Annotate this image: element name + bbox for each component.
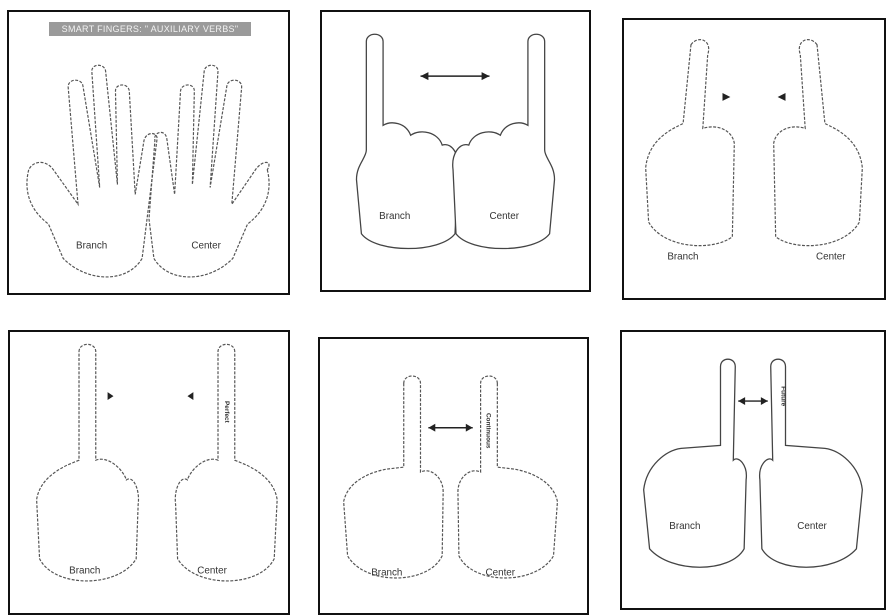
right-finger-label: Future (780, 386, 787, 406)
right-finger-label: Continuous (485, 413, 492, 449)
right-hand-label: Center (816, 251, 846, 262)
right-hand-label: Center (489, 211, 519, 222)
thumbs-illustration: Branch Center (624, 20, 884, 298)
panel-4: Perfect Branch Center (8, 330, 290, 615)
right-hand-label: Center (191, 241, 221, 252)
panel-3: Branch Center (622, 18, 886, 300)
right-hand-label: Center (197, 566, 227, 577)
index-fingers-illustration: Branch Center (322, 12, 589, 290)
left-hand-label: Branch (76, 241, 107, 252)
panel-1: SMART FINGERS: " AUXILIARY VERBS" Branch… (7, 10, 290, 295)
left-hand-label: Branch (669, 521, 700, 532)
right-hand-label: Center (486, 568, 516, 579)
left-hand-label: Branch (379, 211, 410, 222)
left-hand-label: Branch (667, 251, 698, 262)
left-hand-label: Branch (371, 568, 402, 579)
panel-6: Future Branch Center (620, 330, 886, 610)
left-hand-label: Branch (69, 566, 100, 577)
ring-fingers-illustration: Continuous Branch Center (320, 339, 587, 613)
open-hands-illustration: Branch Center (9, 12, 288, 293)
panel-2: Branch Center (320, 10, 591, 292)
pinky-fingers-illustration: Future Branch Center (622, 332, 884, 608)
panel-5: Continuous Branch Center (318, 337, 589, 615)
right-finger-label: Perfect (223, 401, 230, 424)
middle-fingers-illustration: Perfect Branch Center (10, 332, 288, 613)
right-hand-label: Center (797, 521, 827, 532)
